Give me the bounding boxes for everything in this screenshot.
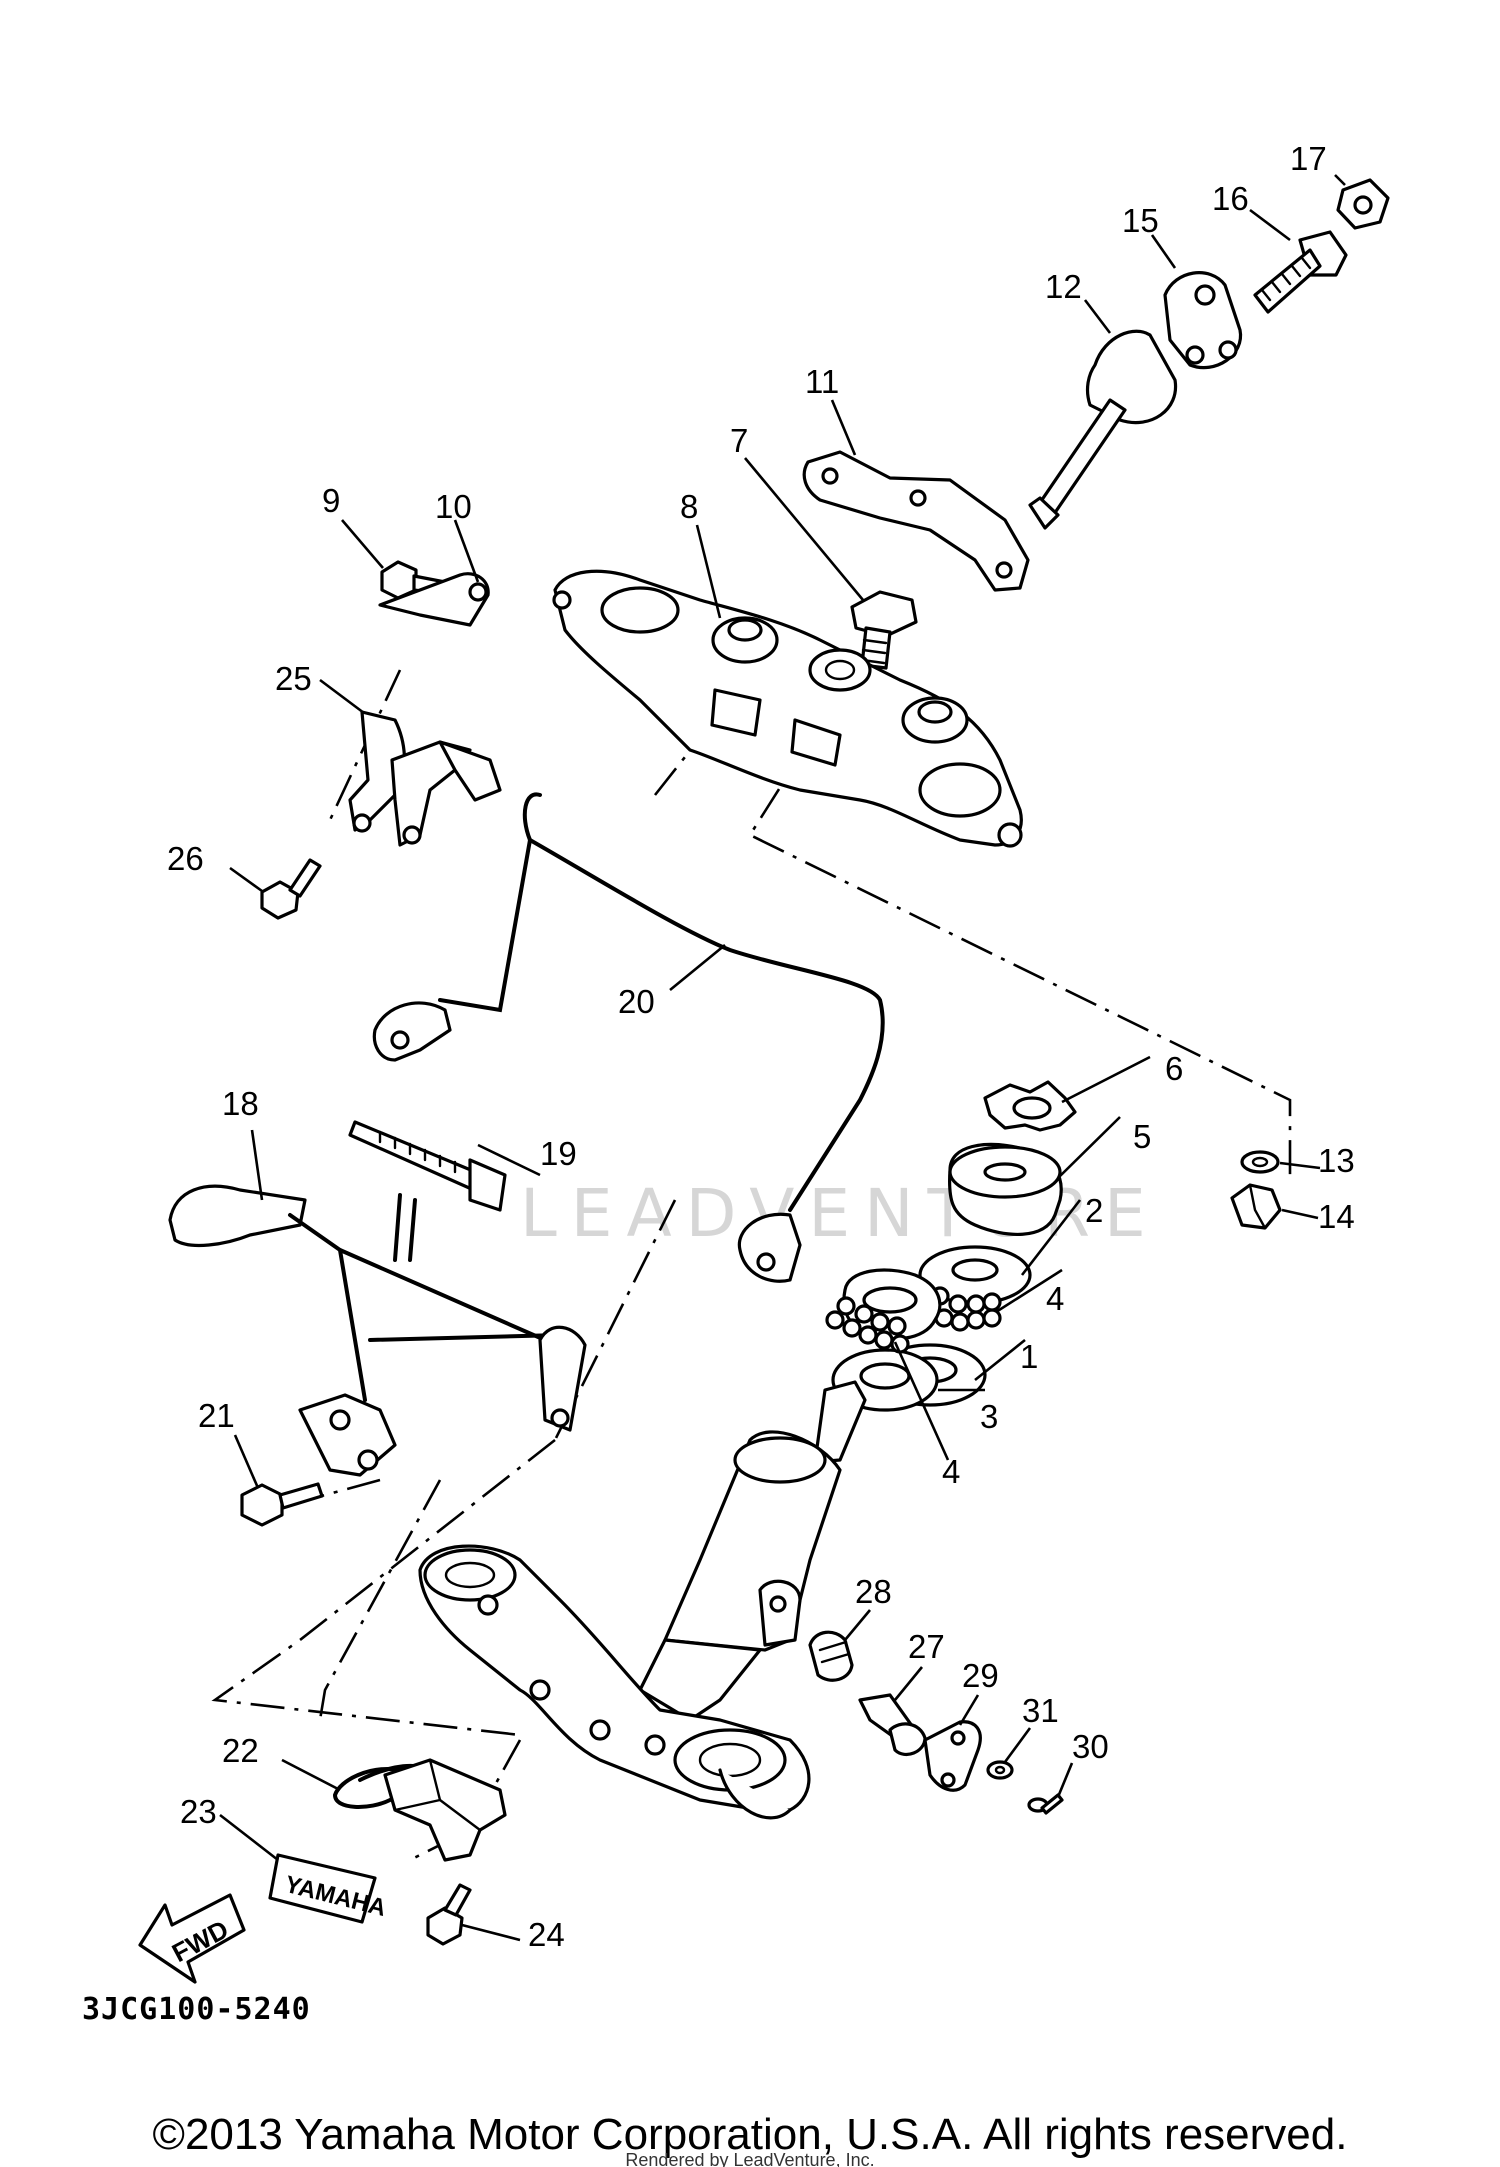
callout-13: 13 (1318, 1142, 1355, 1179)
callout-21: 21 (198, 1397, 235, 1434)
part-25-bracket[interactable] (348, 710, 502, 847)
callout-20: 20 (618, 983, 655, 1020)
callout-11: 11 (805, 363, 839, 400)
part-19-cable-tie[interactable] (348, 1120, 507, 1212)
callout-23: 23 (180, 1793, 217, 1830)
callout-19: 19 (540, 1135, 577, 1172)
callout-4a: 4 (1046, 1280, 1064, 1317)
diagram-code: 3JCG100-5240 (82, 1992, 311, 2027)
callout-16: 16 (1212, 180, 1249, 217)
part-18-stay[interactable] (168, 1184, 587, 1477)
callouts: 17 16 15 12 11 7 8 9 10 25 26 20 6 5 13 … (167, 140, 1355, 1953)
part-11-bracket[interactable] (802, 450, 1030, 592)
part-8-upper-bracket[interactable] (552, 569, 1023, 848)
callout-12: 12 (1045, 268, 1082, 305)
copyright-notice: ©2013 Yamaha Motor Corporation, U.S.A. A… (152, 2110, 1348, 2159)
part-13-washer[interactable] (1240, 1150, 1280, 1174)
part-5-ring-nut[interactable] (947, 1142, 1063, 1236)
callout-10: 10 (435, 488, 472, 525)
callout-28: 28 (855, 1573, 892, 1610)
part-20-cable[interactable] (372, 792, 885, 1283)
part-7-bolt[interactable] (850, 590, 918, 670)
part-2-bearing-cover[interactable] (918, 1245, 1032, 1305)
callout-29: 29 (962, 1657, 999, 1694)
callout-25: 25 (275, 660, 312, 697)
part-23-yamaha-emblem[interactable]: YAMAHA (268, 1853, 389, 1924)
rendered-by-credit: Rendered by LeadVenture, Inc. (625, 2153, 875, 2167)
part-24-screw[interactable] (426, 1883, 472, 1946)
lower-bracket-steering-stem[interactable] (418, 1380, 867, 1820)
callout-24: 24 (528, 1916, 565, 1953)
part-28-adjuster[interactable] (808, 1630, 854, 1682)
callout-8: 8 (680, 488, 698, 525)
callout-3: 3 (980, 1398, 998, 1435)
callout-6: 6 (1165, 1050, 1183, 1087)
callout-30: 30 (1072, 1728, 1109, 1765)
lower-guard-plate[interactable] (383, 1758, 507, 1862)
callout-31: 31 (1022, 1692, 1059, 1729)
part-26-bolt[interactable] (260, 858, 322, 920)
callout-2: 2 (1085, 1192, 1103, 1229)
part-31-washer[interactable] (986, 1760, 1014, 1780)
callout-15: 15 (1122, 202, 1159, 239)
part-16-bolt[interactable] (1253, 230, 1348, 314)
part-27-pin[interactable] (858, 1693, 927, 1756)
part-29-plate[interactable] (923, 1720, 982, 1792)
part-6-lock-washer[interactable] (983, 1080, 1077, 1132)
callout-9: 9 (322, 482, 340, 519)
callout-4b: 4 (942, 1453, 960, 1490)
callout-26: 26 (167, 840, 204, 877)
callout-5: 5 (1133, 1118, 1151, 1155)
callout-22: 22 (222, 1732, 259, 1769)
part-30-screw[interactable] (1027, 1793, 1064, 1815)
part-17-nut[interactable] (1336, 178, 1390, 230)
leader-lines (219, 174, 1346, 1942)
fwd-arrow-icon: FWD (138, 1893, 246, 1984)
callout-18: 18 (222, 1085, 259, 1122)
part-15-holder-upper[interactable] (1163, 271, 1243, 370)
callout-7: 7 (730, 422, 748, 459)
callout-27: 27 (908, 1628, 945, 1665)
callout-14: 14 (1318, 1198, 1355, 1235)
callout-1: 1 (1020, 1338, 1038, 1375)
callout-17: 17 (1290, 140, 1327, 177)
part-10-cable-guide[interactable] (378, 572, 490, 627)
part-12-handlebar-holder[interactable] (1028, 329, 1178, 530)
part-21-bolt[interactable] (240, 1482, 324, 1527)
part-4-ball-bearing-lower[interactable] (825, 1296, 910, 1354)
part-14-cap-nut[interactable] (1230, 1183, 1282, 1230)
